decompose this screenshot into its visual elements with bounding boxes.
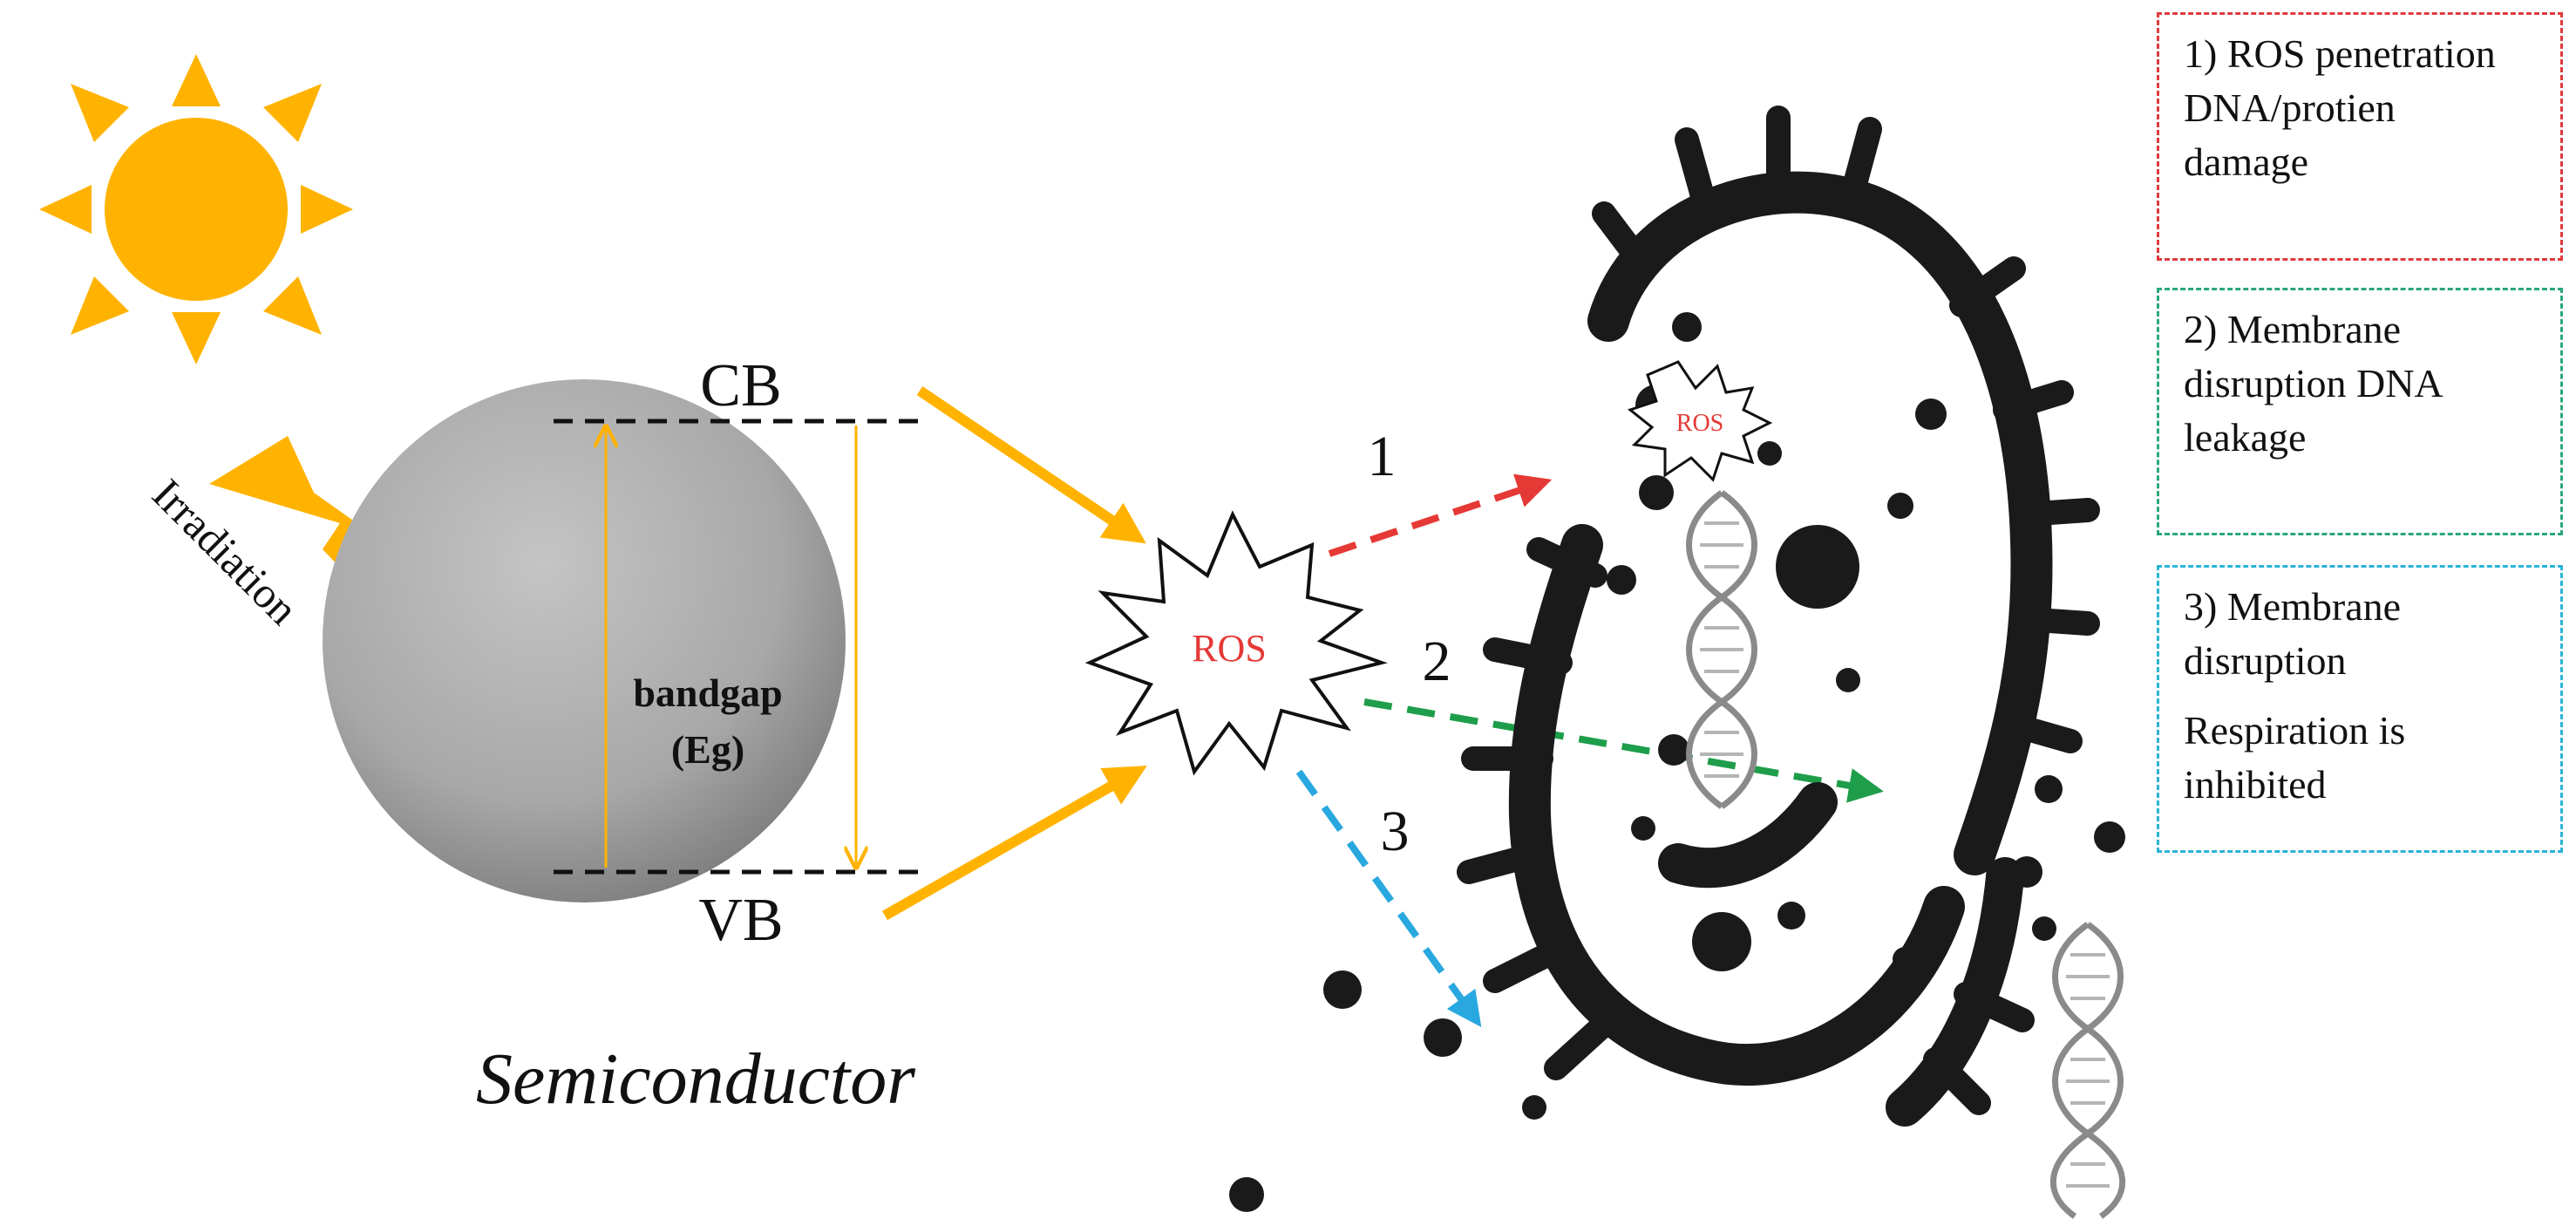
semiconductor-sphere — [323, 379, 846, 902]
cell-membrane-outer — [1587, 171, 2053, 875]
semiconductor-title: Semiconductor — [476, 1039, 915, 1120]
note-2-line-1: 2) Membrane — [2184, 307, 2402, 351]
cell-membrane-lower — [1508, 524, 1965, 1086]
bacterium-icon — [1457, 106, 2100, 1127]
ros-inner-burst-icon: ROS — [1627, 360, 1773, 482]
pathway-2-arrow — [1363, 698, 1884, 803]
note-3-line-3: Respiration is — [2184, 708, 2406, 753]
note-box-ros-penetration: 1) ROS penetration DNA/protien damage — [2157, 12, 2563, 261]
ros-inner-label: ROS — [1676, 410, 1723, 437]
vb-to-ros-arrow — [882, 766, 1147, 921]
bandgap-eg-label: (Eg) — [671, 727, 744, 772]
cell-inclusion — [1658, 782, 1838, 889]
cell-spikes — [1457, 106, 2100, 1115]
lightning-icon — [209, 436, 418, 650]
note-1-line-3: damage — [2184, 140, 2309, 184]
pathway-3-number: 3 — [1381, 800, 1410, 863]
dna-icon — [1686, 490, 1757, 809]
pathway-1-arrow — [1328, 473, 1553, 557]
cb-label: CB — [700, 352, 781, 419]
dna-leaked-icon — [2050, 922, 2125, 1219]
note-3-line-2: disruption — [2184, 638, 2347, 683]
note-3-line-1: 3) Membrane — [2184, 584, 2402, 629]
bandgap-label: bandgap — [633, 671, 782, 715]
note-2-line-3: leakage — [2184, 415, 2307, 460]
pathway-2-number: 2 — [1423, 630, 1451, 693]
pathway-1-number: 1 — [1368, 425, 1397, 488]
note-1-line-1: 1) ROS penetration — [2184, 31, 2496, 76]
note-1-line-2: DNA/protien — [2184, 85, 2396, 130]
cb-to-ros-arrow — [916, 386, 1146, 544]
note-3-line-4: inhibited — [2184, 762, 2327, 807]
ros-main-label: ROS — [1192, 627, 1267, 670]
note-box-membrane-disruption-dna: 2) Membrane disruption DNA leakage — [2157, 288, 2563, 535]
ros-burst-icon: ROS — [1084, 510, 1388, 776]
note-2-line-2: disruption DNA — [2184, 361, 2443, 405]
note-box-membrane-disruption-respiration: 3) Membrane disruption Respiration is in… — [2157, 565, 2563, 853]
pathway-3-arrow — [1295, 769, 1482, 1028]
sun-icon — [39, 54, 353, 364]
vb-label: VB — [698, 887, 783, 954]
semiconductor-particle: CB VB bandgap (Eg) — [323, 352, 928, 954]
